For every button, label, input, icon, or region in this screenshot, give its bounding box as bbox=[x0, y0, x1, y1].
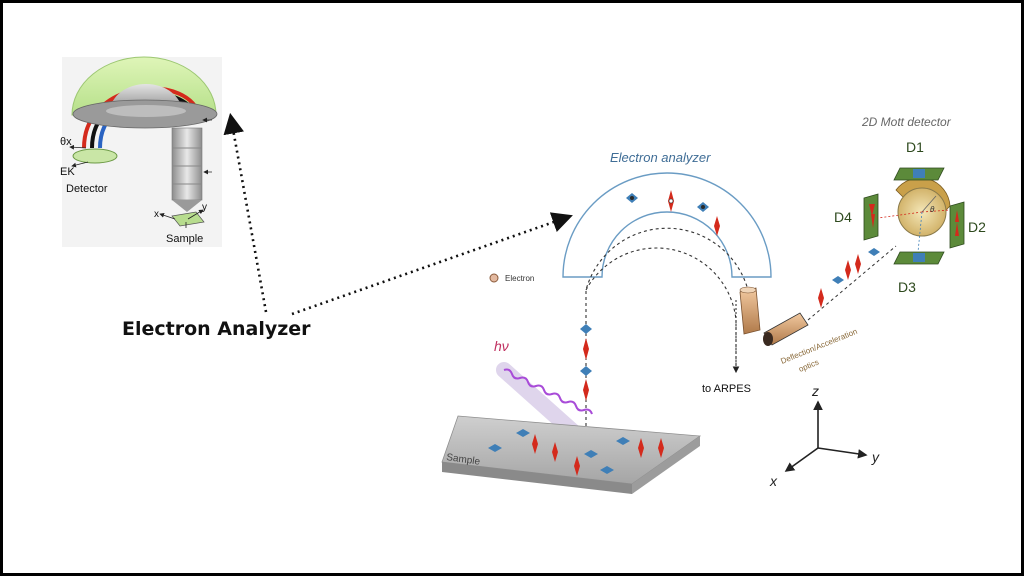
main-schematic: Electron analyzer Electron hν bbox=[441, 115, 986, 494]
inset-detector-disk bbox=[72, 148, 118, 164]
mott-title: 2D Mott detector bbox=[861, 115, 952, 129]
inset-lens-column bbox=[171, 127, 203, 201]
mott-beam bbox=[807, 245, 897, 321]
inset-energy-label: EK bbox=[60, 166, 75, 178]
inset-axis-y-label: y bbox=[202, 202, 207, 213]
electron-legend-label: Electron bbox=[505, 274, 534, 283]
sample-label: Sample bbox=[446, 452, 482, 468]
mott-beam-spin-markers bbox=[818, 248, 880, 308]
callout-arrow-to-analyzer bbox=[291, 212, 573, 316]
callout-arrow-to-inset bbox=[223, 112, 268, 313]
arch-spin-markers bbox=[626, 190, 720, 236]
inset-axis-x-label: x bbox=[154, 209, 159, 220]
deflector-cylinder-1 bbox=[739, 287, 761, 335]
electron-trajectory-inner bbox=[585, 227, 749, 438]
photon-label: hν bbox=[494, 338, 509, 354]
caption-electron-analyzer: Electron Analyzer bbox=[122, 318, 311, 340]
beam-spin-markers bbox=[580, 324, 592, 401]
analyzer-arch bbox=[562, 172, 772, 278]
detector-label-d1: D1 bbox=[906, 139, 924, 155]
inset-panel: θx EK Detector x y Sample bbox=[60, 56, 222, 247]
detector-label-d4: D4 bbox=[834, 209, 852, 225]
electron-trajectory-outer bbox=[585, 247, 740, 374]
detector-label-d3: D3 bbox=[898, 279, 916, 295]
sample-spin-markers bbox=[488, 429, 664, 476]
axes-triad: z y x bbox=[769, 383, 880, 489]
inset-detector-label: Detector bbox=[66, 183, 108, 195]
axis-y-label: y bbox=[871, 449, 880, 465]
to-arpes-label: to ARPES bbox=[702, 383, 751, 395]
detector-plate-d4 bbox=[863, 193, 879, 241]
sample-slab-side bbox=[632, 436, 700, 494]
sample-slab-front bbox=[442, 462, 632, 494]
detector-label-d2: D2 bbox=[968, 219, 986, 235]
axis-z-label: z bbox=[811, 383, 819, 399]
callout-arrows bbox=[223, 112, 573, 316]
inset-sample-label: Sample bbox=[166, 233, 203, 245]
inset-theta-label: θx bbox=[60, 136, 72, 148]
photon-beam bbox=[503, 368, 593, 415]
analyzer-title: Electron analyzer bbox=[610, 150, 711, 165]
mott-center-label: θ bbox=[930, 205, 935, 214]
axis-x-label: x bbox=[769, 473, 778, 489]
optics-label-line2: optics bbox=[797, 358, 820, 374]
electron-legend-icon bbox=[489, 273, 499, 283]
